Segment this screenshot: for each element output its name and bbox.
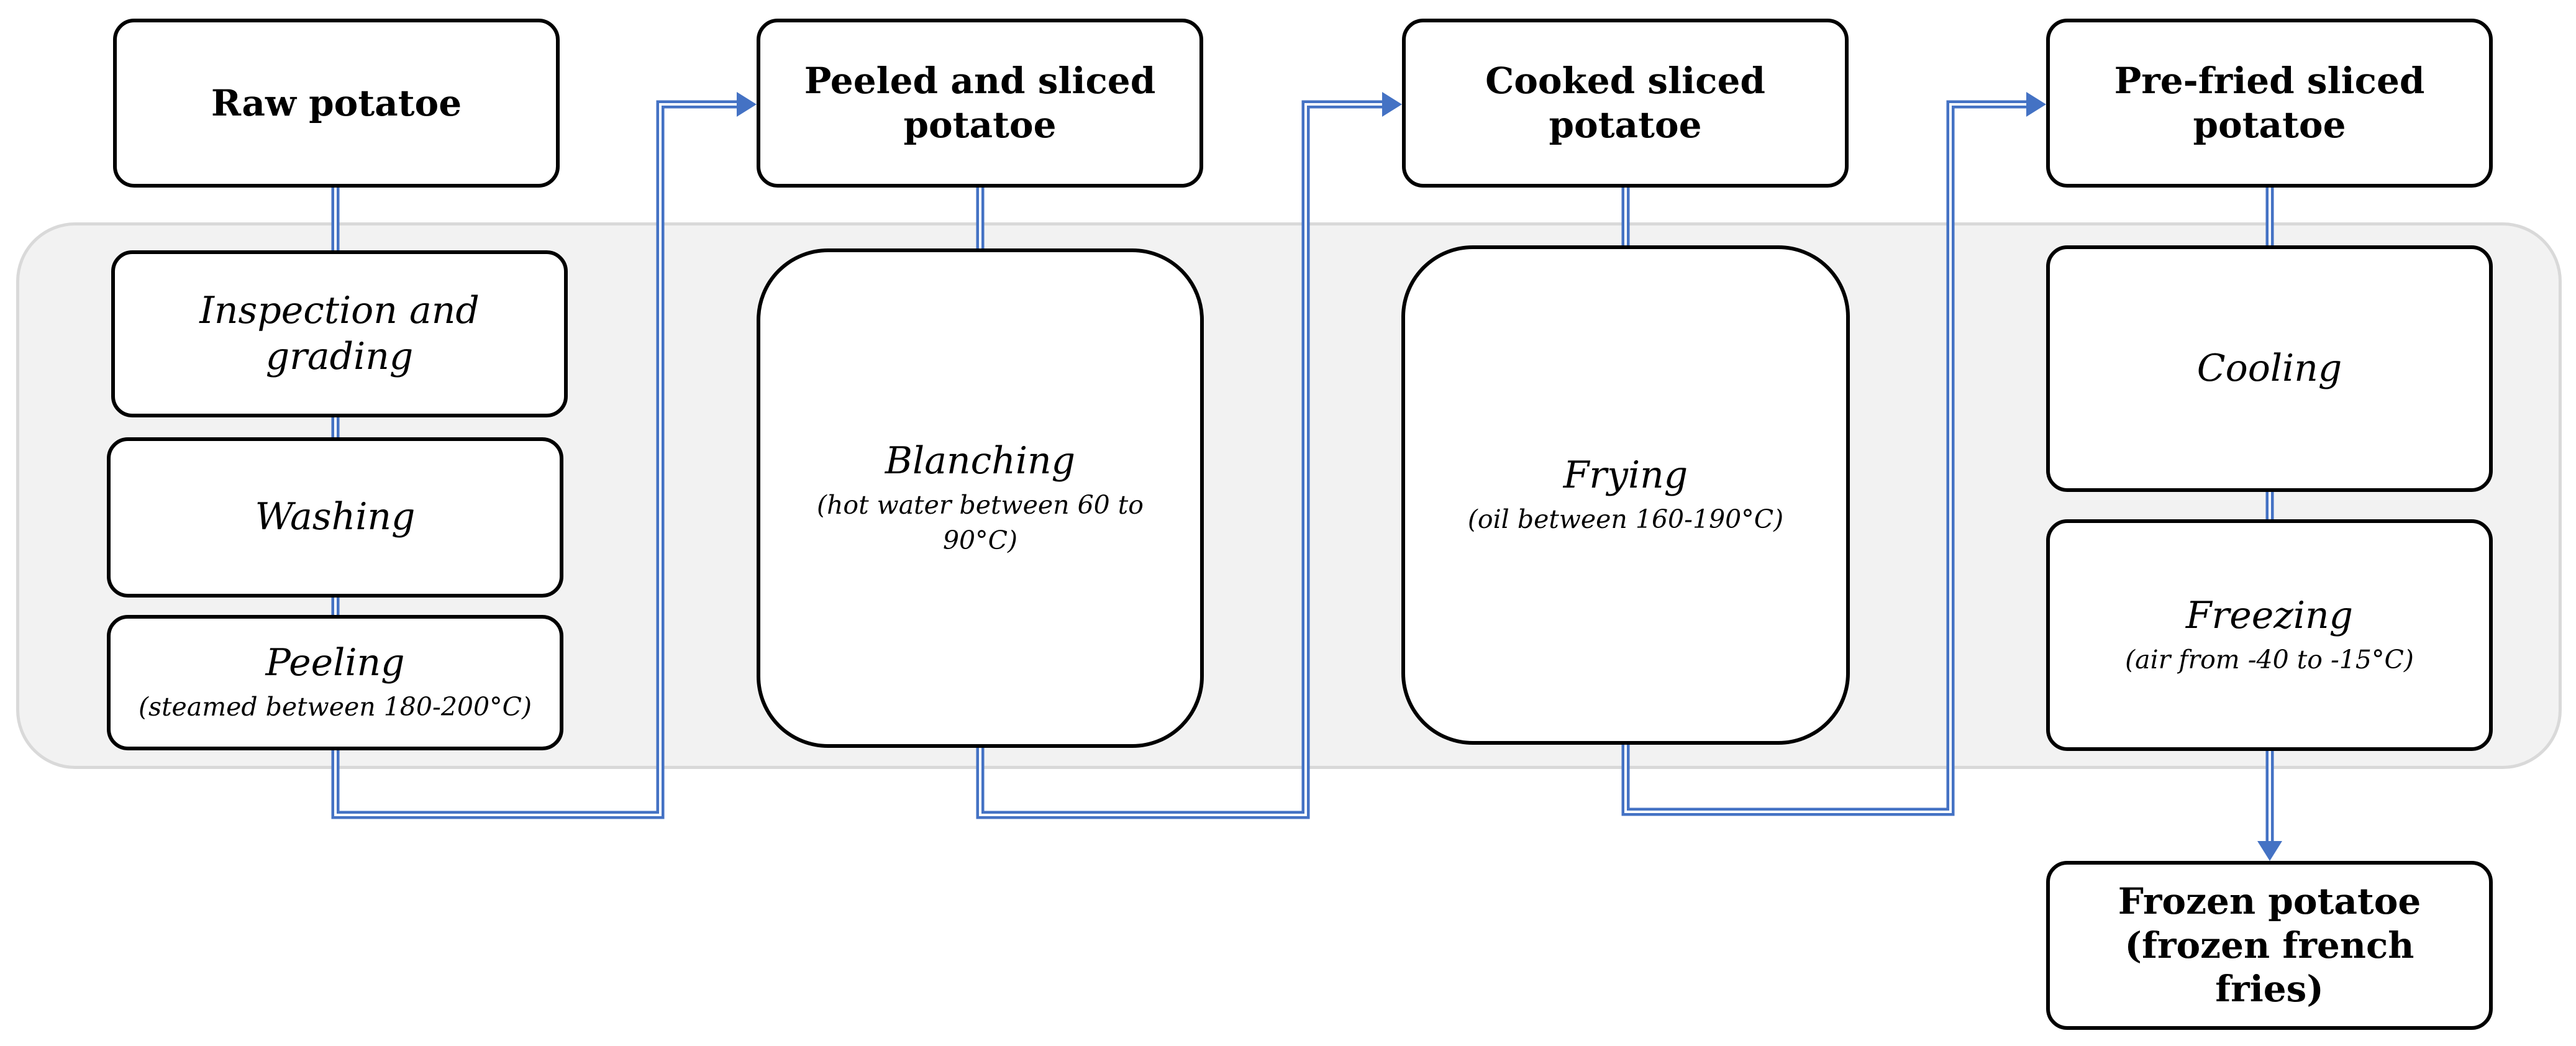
state-frozen-potatoe: Frozen potatoe (frozen french fries) [2046, 861, 2493, 1030]
step-peeling: Peeling (steamed between 180-200°C) [107, 615, 563, 750]
link-frying-to-prefried-inner [1624, 103, 2039, 813]
step-freezing: Freezing (air from -40 to -15°C) [2046, 519, 2493, 751]
step-peeling-detail: (steamed between 180-200°C) [139, 692, 532, 722]
arrowhead-peeled [737, 92, 757, 117]
step-cooling-label: Cooling [2196, 346, 2342, 390]
state-cooked-sliced-label: Cooked sliced potatoe [1485, 60, 1765, 146]
state-prefried-sliced-label: Pre-fried sliced potatoe [2114, 60, 2425, 146]
step-freezing-detail: (air from -40 to -15°C) [2125, 644, 2414, 675]
arrowhead-cooked [1382, 92, 1402, 117]
step-washing-label: Washing [255, 495, 416, 539]
state-peeled-sliced-potatoe: Peeled and sliced potatoe [757, 19, 1203, 188]
link-blanching-to-cooked-inner [979, 103, 1393, 816]
state-peeled-sliced-label: Peeled and sliced potatoe [804, 60, 1156, 146]
step-freezing-label: Freezing [2185, 593, 2354, 637]
step-frying-label: Frying [1563, 453, 1688, 498]
arrowhead-prefried [2026, 92, 2046, 117]
step-frying: Frying (oil between 160-190°C) [1401, 245, 1850, 745]
state-cooked-sliced-potatoe: Cooked sliced potatoe [1402, 19, 1849, 188]
link-peeling-to-peeled-inner [334, 103, 749, 816]
state-frozen-label: Frozen potatoe (frozen french fries) [2118, 880, 2421, 1011]
step-washing: Washing [107, 437, 563, 598]
step-blanching: Blanching (hot water between 60 to 90°C) [757, 248, 1204, 748]
transfer-links [331, 100, 2274, 852]
vertical-links [331, 186, 2274, 617]
arrowhead-frozen [2257, 841, 2282, 861]
state-raw-potatoe: Raw potatoe [113, 19, 560, 188]
step-cooling: Cooling [2046, 245, 2493, 492]
step-inspection-label: Inspection and grading [199, 289, 480, 378]
step-inspection-grading: Inspection and grading [111, 250, 568, 417]
step-peeling-label: Peeling [265, 641, 405, 685]
state-prefried-sliced-potatoe: Pre-fried sliced potatoe [2046, 19, 2493, 188]
step-blanching-detail: (hot water between 60 to 90°C) [817, 490, 1144, 555]
step-frying-detail: (oil between 160-190°C) [1467, 504, 1784, 535]
step-blanching-label: Blanching [885, 439, 1076, 483]
state-raw-potatoe-label: Raw potatoe [211, 81, 462, 124]
